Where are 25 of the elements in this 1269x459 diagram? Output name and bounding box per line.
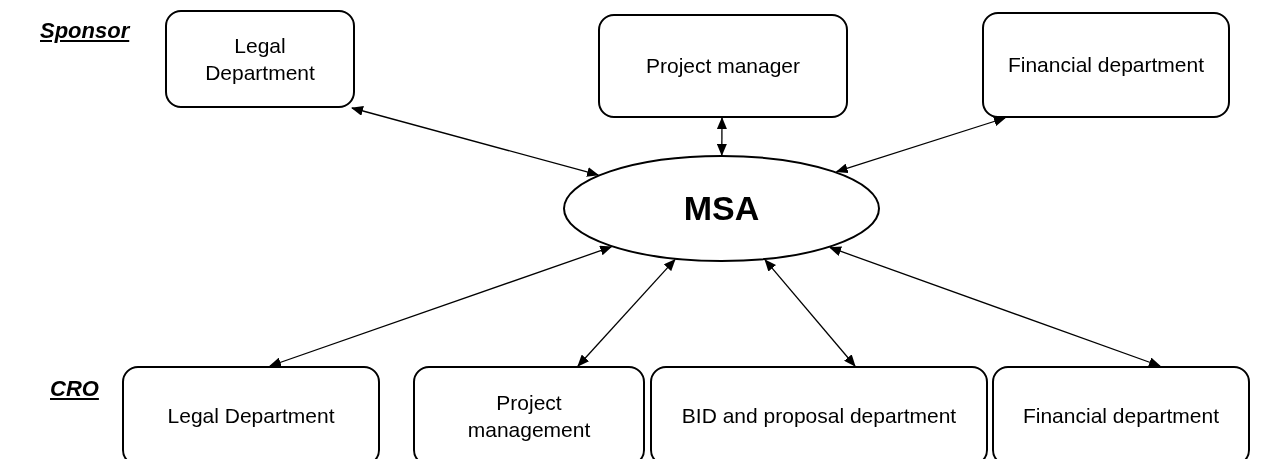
node-title: MSA (683, 188, 760, 230)
double-arrow (351, 106, 600, 177)
node-label: Project management (466, 389, 592, 443)
node-label: Financial department (1006, 52, 1206, 79)
department-box (992, 366, 1250, 459)
node-label: BID and proposal department (680, 403, 958, 430)
group-heading: CRO (50, 376, 99, 402)
double-arrow (835, 116, 1006, 174)
department-box (413, 366, 645, 459)
double-arrow (764, 259, 856, 367)
department-box (598, 14, 848, 118)
node-label: Legal Department (204, 32, 316, 86)
group-heading: Sponsor (40, 18, 130, 44)
double-arrow (269, 245, 613, 368)
node-label: Financial department (1021, 403, 1221, 430)
double-arrow (577, 258, 676, 367)
department-box (165, 10, 355, 108)
department-box (982, 12, 1230, 118)
node-label: Legal Department (166, 403, 336, 430)
double-arrow (829, 246, 1161, 367)
department-box (650, 366, 988, 459)
node-label: Project manager (644, 53, 802, 80)
contract-ellipse (563, 155, 880, 262)
department-box (122, 366, 380, 459)
double-arrow (716, 117, 727, 156)
